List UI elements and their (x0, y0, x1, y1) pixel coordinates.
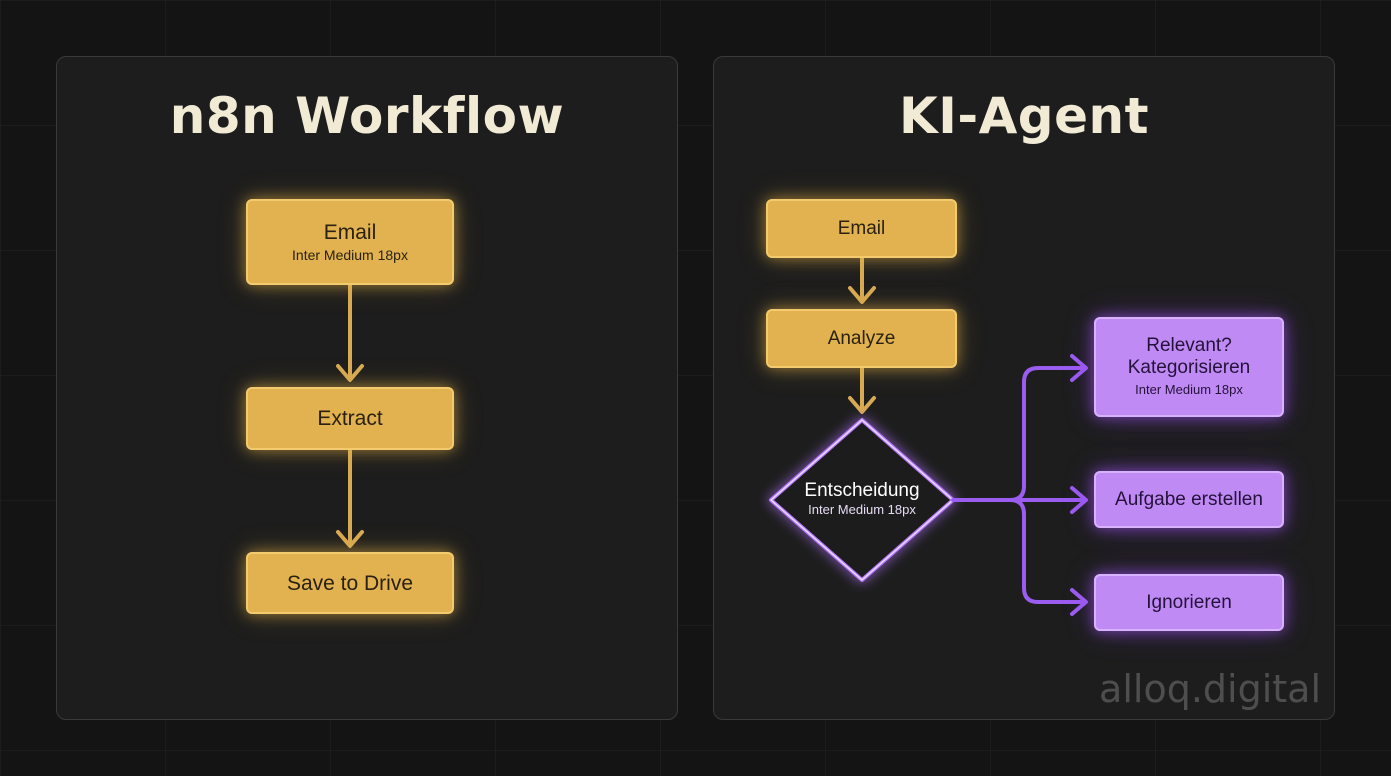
node-label: Extract (317, 407, 383, 430)
node-label: Entscheidung (804, 480, 920, 501)
save-to-drive-node[interactable]: Save to Drive (246, 552, 454, 614)
ignore-node[interactable]: Ignorieren (1094, 574, 1284, 631)
node-label: Aufgabe erstellen (1115, 489, 1263, 510)
node-sublabel: Inter Medium 18px (292, 246, 408, 263)
decision-node[interactable]: Entscheidung Inter Medium 18px (780, 480, 944, 518)
panel-title: KI-Agent (899, 87, 1149, 145)
create-task-node[interactable]: Aufgabe erstellen (1094, 471, 1284, 528)
analyze-node[interactable]: Analyze (766, 309, 957, 368)
node-label: Email (323, 220, 377, 244)
node-label: Analyze (827, 328, 896, 349)
extract-node[interactable]: Extract (246, 387, 454, 450)
relevant-categorize-node[interactable]: Relevant? Kategorisieren Inter Medium 18… (1094, 317, 1284, 417)
email-node[interactable]: Email Inter Medium 18px (246, 199, 454, 285)
email-node[interactable]: Email (766, 199, 957, 258)
node-label: Save to Drive (286, 571, 414, 595)
node-label: Ignorieren (1146, 592, 1232, 613)
node-label: Email (837, 218, 886, 239)
panel-title: n8n Workflow (169, 87, 565, 145)
node-label-line1: Relevant? (1146, 335, 1232, 356)
node-sublabel: Inter Medium 18px (808, 502, 916, 517)
watermark-logo: alloq.digital (1099, 667, 1321, 711)
node-sublabel: Inter Medium 18px (1135, 382, 1243, 397)
node-label-line2: Kategorisieren (1127, 357, 1251, 378)
